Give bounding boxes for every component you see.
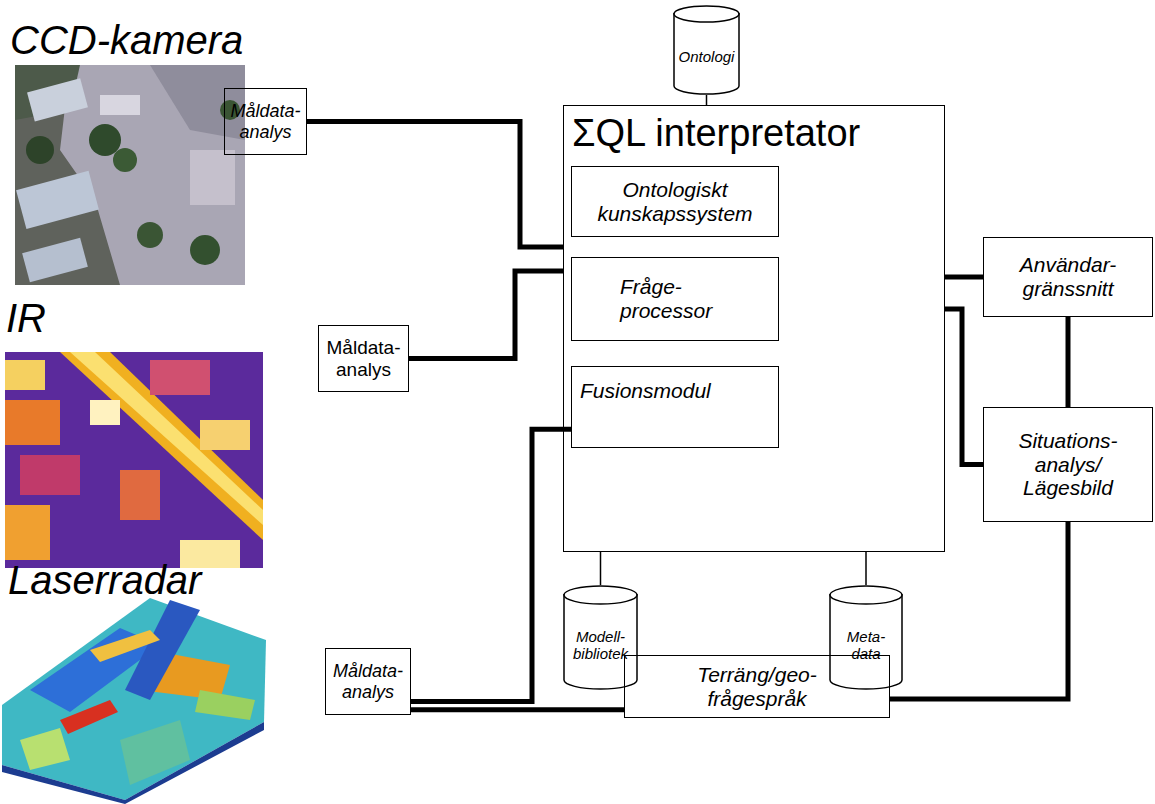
node-label: Fusionsmodul xyxy=(580,379,711,403)
interpreter-box: ΣQL interpretatorOntologiskt kunskapssys… xyxy=(563,105,945,552)
image-shape xyxy=(2,722,264,804)
connector-line xyxy=(600,552,602,585)
node-label: ΣQL interpretator xyxy=(572,112,860,155)
image-shape xyxy=(190,150,235,205)
sensor-label: IR xyxy=(6,298,46,338)
sensor-label: CCD-kamera xyxy=(10,20,243,60)
image-shape xyxy=(100,95,140,115)
database-cylinder: Ontologi xyxy=(673,5,740,95)
query-language-box: Terräng/geo- frågespråk xyxy=(624,655,890,718)
situation-box: Situations- analys/ Lägesbild xyxy=(983,407,1153,522)
connector-line xyxy=(409,271,563,359)
node-label: Måldata- analys xyxy=(327,337,401,380)
image-shape xyxy=(2,598,266,800)
interface-box: Användar- gränssnitt xyxy=(983,237,1153,317)
node-label: Ontologiskt kunskapssystem xyxy=(597,178,752,225)
image-shape xyxy=(195,690,255,720)
module-box: Fusionsmodul xyxy=(571,366,779,448)
connector-line xyxy=(865,552,867,585)
image-shape xyxy=(5,400,60,445)
ccd-aerial-photo xyxy=(15,65,245,285)
cylinder-body xyxy=(564,594,637,689)
node-label: Måldata- analys xyxy=(333,661,403,701)
image-shape xyxy=(5,505,50,560)
image-shape xyxy=(200,420,250,450)
image-shape xyxy=(26,136,54,164)
connector-line xyxy=(411,707,624,712)
node-label: Ontologi xyxy=(679,49,735,66)
node-label: Situations- analys/ Lägesbild xyxy=(1018,429,1117,500)
ir-image xyxy=(5,352,263,568)
image-shape xyxy=(5,352,263,568)
cylinder-top xyxy=(564,586,637,604)
node-label: Terräng/geo- frågespråk xyxy=(697,663,816,710)
image-shape xyxy=(125,600,200,700)
cylinder-top xyxy=(830,586,902,604)
connector-line xyxy=(945,275,983,280)
module-box: Ontologiskt kunskapssystem xyxy=(571,166,779,237)
connector-line xyxy=(945,309,983,465)
image-shape xyxy=(20,728,70,770)
connector-line xyxy=(1066,317,1071,407)
cylinder-body xyxy=(674,13,739,94)
node-label: Måldata- analys xyxy=(230,101,300,141)
image-shape xyxy=(120,470,160,520)
image-shape xyxy=(5,360,45,390)
image-shape xyxy=(15,65,245,285)
module-box: Fråge- processor xyxy=(571,257,779,341)
node-label: Fråge- processor xyxy=(620,275,712,322)
image-shape xyxy=(22,238,88,283)
image-shape xyxy=(60,700,118,734)
cylinder-top xyxy=(674,6,739,22)
sensor-label: Laserradar xyxy=(8,560,201,600)
image-shape xyxy=(89,124,121,156)
connector-line xyxy=(890,522,1068,699)
database-cylinder: Modell- bibliotek xyxy=(563,585,638,690)
image-shape xyxy=(27,78,88,121)
image-shape xyxy=(20,455,80,495)
node-label: Meta- data xyxy=(847,629,885,663)
image-shape xyxy=(70,352,263,525)
image-shape xyxy=(60,352,263,540)
cylinder-body xyxy=(830,594,902,689)
node-label: Användar- gränssnitt xyxy=(1020,253,1117,300)
connector-line xyxy=(706,95,708,105)
database-cylinder: Meta- data xyxy=(829,585,903,690)
image-shape xyxy=(137,222,163,248)
analysis-box: Måldata- analys xyxy=(224,88,307,155)
node-label: Modell- bibliotek xyxy=(573,629,628,663)
image-shape xyxy=(90,630,160,662)
image-shape xyxy=(113,148,137,172)
analysis-box: Måldata- analys xyxy=(325,648,411,715)
connector-line xyxy=(411,429,571,701)
image-shape xyxy=(190,235,220,265)
image-shape xyxy=(16,171,99,229)
analysis-box: Måldata- analys xyxy=(318,325,409,392)
laser-radar-image xyxy=(2,598,266,804)
connector-line xyxy=(307,122,563,248)
image-shape xyxy=(90,400,120,425)
image-shape xyxy=(150,360,210,395)
image-shape xyxy=(120,720,190,785)
